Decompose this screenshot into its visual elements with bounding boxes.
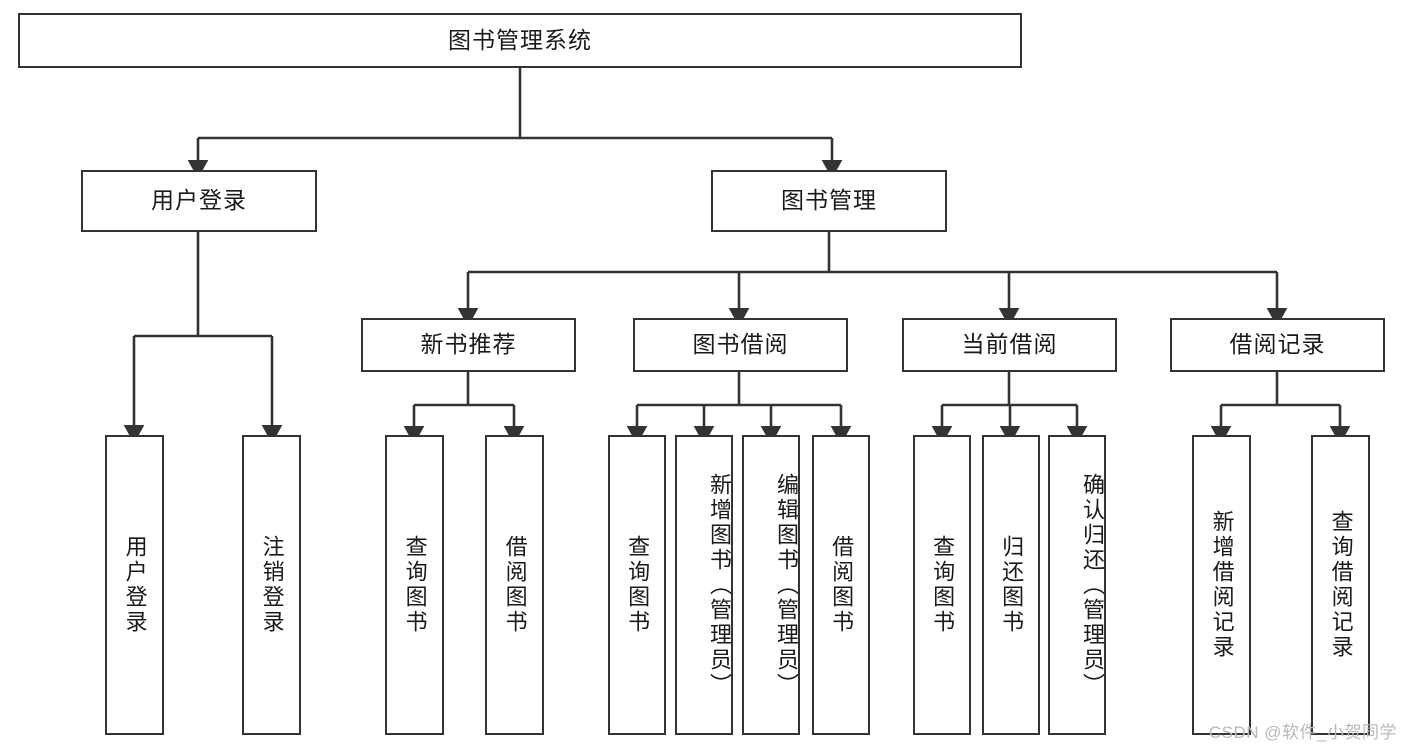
node-current-borrow[interactable]: 当前借阅 xyxy=(902,318,1117,372)
node-leaf-confirm-return-admin[interactable]: 确认归还（管理员） xyxy=(1048,435,1106,735)
node-leaf-borrow-book[interactable]: 借阅图书 xyxy=(812,435,870,735)
node-leaf-logout-label: 注销登录 xyxy=(259,535,285,635)
node-user-login[interactable]: 用户登录 xyxy=(81,170,317,232)
node-new-book-rec-label: 新书推荐 xyxy=(420,331,517,358)
node-leaf-add-book-admin[interactable]: 新增图书（管理员） xyxy=(675,435,733,735)
node-root[interactable]: 图书管理系统 xyxy=(18,13,1022,68)
node-book-borrow[interactable]: 图书借阅 xyxy=(633,318,848,372)
node-leaf-user-login[interactable]: 用户登录 xyxy=(105,435,164,735)
node-leaf-query-borrow-record[interactable]: 查询借阅记录 xyxy=(1311,435,1370,735)
node-leaf-add-borrow-record-label: 新增借阅记录 xyxy=(1209,510,1235,660)
node-leaf-borrow-book-rec-label: 借阅图书 xyxy=(502,535,528,635)
node-book-manage-label: 图书管理 xyxy=(781,187,877,214)
node-leaf-query-book-rec[interactable]: 查询图书 xyxy=(385,435,444,735)
node-leaf-query-book-borrow[interactable]: 查询图书 xyxy=(608,435,666,735)
node-leaf-query-book-current[interactable]: 查询图书 xyxy=(913,435,971,735)
node-leaf-query-book-current-label: 查询图书 xyxy=(930,535,956,635)
node-root-label: 图书管理系统 xyxy=(448,26,592,53)
node-book-manage[interactable]: 图书管理 xyxy=(711,170,947,232)
watermark-text: CSDN @软件_小贺同学 xyxy=(1208,723,1397,742)
node-current-borrow-label: 当前借阅 xyxy=(961,331,1058,358)
node-book-borrow-label: 图书借阅 xyxy=(692,331,789,358)
node-leaf-add-borrow-record[interactable]: 新增借阅记录 xyxy=(1192,435,1251,735)
node-leaf-user-login-label: 用户登录 xyxy=(122,535,148,635)
node-borrow-record[interactable]: 借阅记录 xyxy=(1170,318,1385,372)
node-leaf-logout[interactable]: 注销登录 xyxy=(242,435,301,735)
node-borrow-record-label: 借阅记录 xyxy=(1229,331,1326,358)
node-leaf-query-borrow-record-label: 查询借阅记录 xyxy=(1328,510,1354,660)
node-leaf-borrow-book-rec[interactable]: 借阅图书 xyxy=(485,435,544,735)
node-leaf-confirm-return-admin-label: 确认归还（管理员） xyxy=(1080,472,1105,698)
node-leaf-query-book-rec-label: 查询图书 xyxy=(402,535,428,635)
node-leaf-return-book-label: 归还图书 xyxy=(999,535,1025,635)
node-leaf-edit-book-admin[interactable]: 编辑图书（管理员） xyxy=(742,435,800,735)
node-user-login-label: 用户登录 xyxy=(151,187,247,214)
node-leaf-edit-book-admin-label: 编辑图书（管理员） xyxy=(774,472,799,698)
node-leaf-return-book[interactable]: 归还图书 xyxy=(982,435,1040,735)
node-leaf-add-book-admin-label: 新增图书（管理员） xyxy=(707,472,732,698)
node-new-book-rec[interactable]: 新书推荐 xyxy=(361,318,576,372)
node-leaf-borrow-book-label: 借阅图书 xyxy=(829,535,855,635)
node-leaf-query-book-borrow-label: 查询图书 xyxy=(625,535,651,635)
